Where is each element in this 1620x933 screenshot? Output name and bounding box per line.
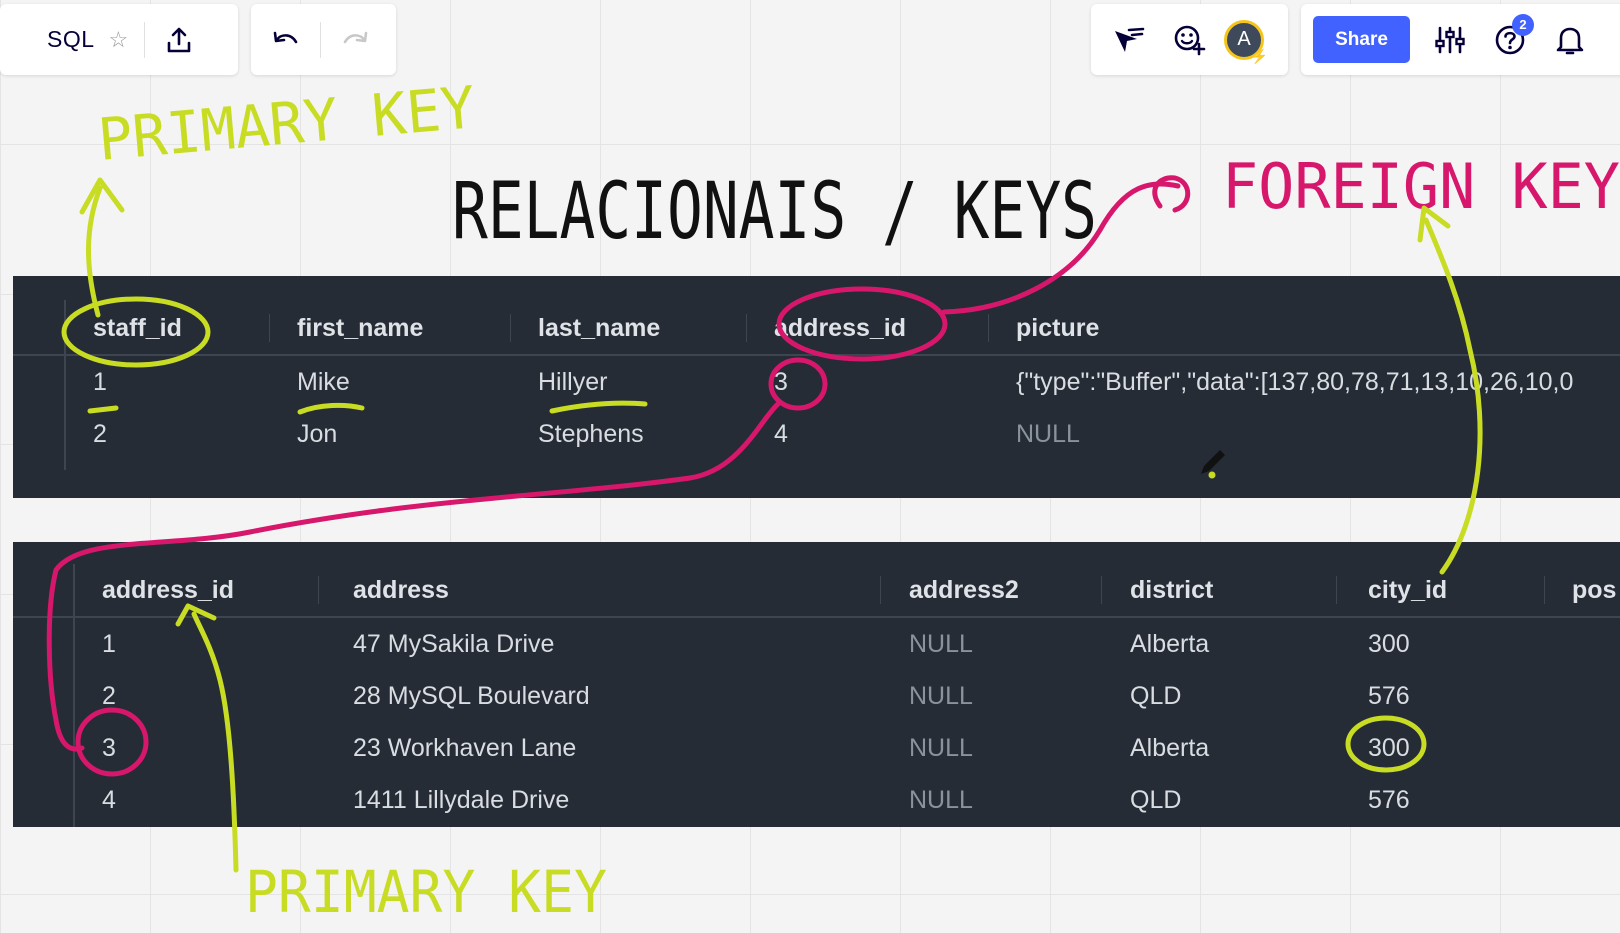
cell-address: 47 MySakila Drive xyxy=(353,630,555,658)
sliders-icon xyxy=(1435,26,1465,53)
column-separator xyxy=(880,576,881,604)
column-header-first-name[interactable]: first_name xyxy=(297,314,424,342)
cell-last-name: Stephens xyxy=(538,420,644,448)
cell-address-id: 2 xyxy=(102,682,116,710)
address-table: address_id address address2 district cit… xyxy=(13,542,1620,827)
cell-district: Alberta xyxy=(1130,630,1210,658)
cell-district: QLD xyxy=(1130,682,1182,710)
primary-key-label-bottom: PRIMARY KEY xyxy=(245,858,607,926)
staff-table: staff_id first_name last_name address_id… xyxy=(13,276,1620,498)
column-header-address-id[interactable]: address_id xyxy=(774,314,907,342)
toolbar-divider xyxy=(320,21,321,58)
column-separator xyxy=(318,576,319,604)
cell-address2: NULL xyxy=(909,682,973,710)
column-separator xyxy=(746,314,747,342)
column-separator xyxy=(988,314,989,342)
bell-icon xyxy=(1556,27,1584,54)
column-header-city-id[interactable]: city_id xyxy=(1368,576,1448,604)
cell-first-name: Mike xyxy=(297,368,350,396)
column-header-postal-code[interactable]: pos xyxy=(1572,576,1617,604)
redo-icon xyxy=(343,31,368,43)
column-separator xyxy=(1336,576,1337,604)
cursor-reaction-icon xyxy=(1115,27,1145,52)
arrow-head xyxy=(1417,205,1451,243)
cell-address2: NULL xyxy=(909,630,973,658)
cell-city-id: 576 xyxy=(1368,682,1410,710)
primary-key-label-top: PRIMARY KEY xyxy=(95,73,477,174)
cell-first-name: Jon xyxy=(297,420,338,448)
cell-picture: NULL xyxy=(1016,420,1080,448)
cell-address-id: 1 xyxy=(102,630,116,658)
table-row[interactable]: 1 Mike Hillyer 3 {"type":"Buffer","data"… xyxy=(13,356,1620,408)
cell-city-id: 300 xyxy=(1368,734,1410,762)
help-badge: 2 xyxy=(1512,13,1534,36)
table-row[interactable]: 4 1411 Lillydale Drive NULL QLD 576 xyxy=(13,774,1620,826)
cell-address: 23 Workhaven Lane xyxy=(353,734,577,762)
help-button[interactable]: 2 xyxy=(1490,13,1534,60)
export-button[interactable] xyxy=(159,20,199,60)
cell-city-id: 300 xyxy=(1368,630,1410,658)
cell-address-id: 4 xyxy=(774,420,788,448)
cell-address2: NULL xyxy=(909,734,973,762)
cell-district: Alberta xyxy=(1130,734,1210,762)
title-annotation: RELACIONAIS / KEYS xyxy=(452,167,1097,257)
avatar-initial: A xyxy=(1237,28,1251,50)
table-row[interactable]: 2 28 MySQL Boulevard NULL QLD 576 xyxy=(13,670,1620,722)
column-separator xyxy=(510,314,511,342)
cell-address: 28 MySQL Boulevard xyxy=(353,682,590,710)
redo-button[interactable] xyxy=(335,20,375,60)
undo-icon xyxy=(273,31,298,43)
reactions-button[interactable] xyxy=(1109,20,1149,60)
share-button[interactable]: Share xyxy=(1313,16,1410,63)
collaboration-toolbar: A ⚡ xyxy=(1091,4,1288,75)
lightning-icon: ⚡ xyxy=(1250,47,1268,64)
cell-address2: NULL xyxy=(909,786,973,814)
toolbar-divider xyxy=(144,21,146,58)
cell-district: QLD xyxy=(1130,786,1182,814)
add-reaction-button[interactable] xyxy=(1169,20,1209,60)
column-separator xyxy=(1101,576,1102,604)
cell-address-id: 4 xyxy=(102,786,116,814)
board-title[interactable]: SQL xyxy=(47,26,95,52)
board-toolbar: SQL ☆ xyxy=(0,4,238,75)
undo-button[interactable] xyxy=(266,20,306,60)
table-header: staff_id first_name last_name address_id… xyxy=(13,302,1620,354)
cell-address-id: 3 xyxy=(102,734,116,762)
header-divider xyxy=(13,616,1620,618)
column-header-address[interactable]: address xyxy=(353,576,449,604)
foreign-key-label: FOREIGN KEY xyxy=(1222,150,1620,223)
settings-button[interactable] xyxy=(1430,20,1470,60)
upload-icon xyxy=(167,27,191,52)
column-header-address2[interactable]: address2 xyxy=(909,576,1019,604)
user-avatar[interactable]: A ⚡ xyxy=(1224,19,1268,64)
star-icon[interactable]: ☆ xyxy=(108,26,129,52)
column-header-picture[interactable]: picture xyxy=(1016,314,1100,342)
column-header-last-name[interactable]: last_name xyxy=(538,314,661,342)
column-header-staff-id[interactable]: staff_id xyxy=(93,314,182,342)
column-separator xyxy=(269,314,270,342)
table-row[interactable]: 2 Jon Stephens 4 NULL xyxy=(13,408,1620,460)
column-header-address-id[interactable]: address_id xyxy=(102,576,235,604)
table-header: address_id address address2 district cit… xyxy=(13,564,1620,616)
cell-staff-id: 2 xyxy=(93,420,107,448)
table-row[interactable]: 1 47 MySakila Drive NULL Alberta 300 xyxy=(13,618,1620,670)
column-separator xyxy=(1544,576,1545,604)
cell-address: 1411 Lillydale Drive xyxy=(353,786,570,814)
column-header-district[interactable]: district xyxy=(1130,576,1214,604)
cell-picture: {"type":"Buffer","data":[137,80,78,71,13… xyxy=(1016,368,1574,396)
notifications-button[interactable] xyxy=(1550,20,1590,60)
table-row[interactable]: 3 23 Workhaven Lane NULL Alberta 300 xyxy=(13,722,1620,774)
arrow-head xyxy=(79,177,125,215)
cell-city-id: 576 xyxy=(1368,786,1410,814)
help-icon xyxy=(1495,25,1525,54)
history-toolbar xyxy=(251,4,396,75)
cell-staff-id: 1 xyxy=(93,368,107,396)
cell-address-id: 3 xyxy=(774,368,788,396)
cell-last-name: Hillyer xyxy=(538,368,608,396)
foreign-key-hook xyxy=(1152,175,1191,213)
row-gutter-line xyxy=(64,300,66,470)
main-toolbar: Share 2 xyxy=(1301,4,1620,75)
add-reaction-icon xyxy=(1174,25,1206,55)
